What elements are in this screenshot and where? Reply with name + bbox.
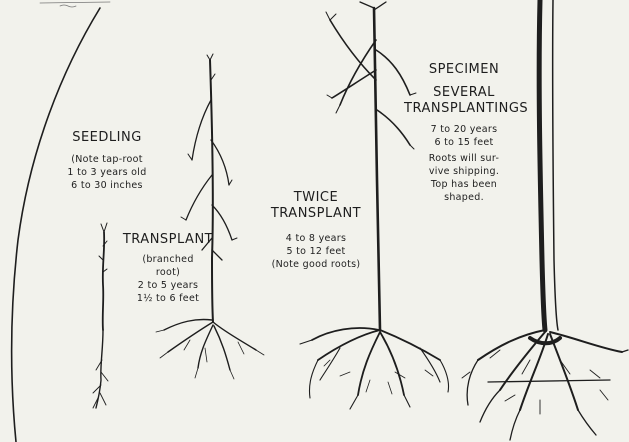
seedling-label-block: SEEDLING (Note tap-root 1 to 3 years old… (62, 130, 152, 192)
specimen-label-block: SPECIMEN SEVERAL TRANSPLANTINGS 7 to 20 … (404, 62, 524, 204)
transplant-note-line: 2 to 5 years (120, 279, 216, 292)
twice-transplant-note-line: 4 to 8 years (266, 232, 366, 245)
seedling-note-line: 6 to 30 inches (62, 179, 152, 192)
specimen-subtitle-line: SEVERAL (404, 85, 524, 101)
specimen-subtitle-line: TRANSPLANTINGS (404, 101, 524, 117)
twice-transplant-title-line: TRANSPLANT (266, 206, 366, 222)
twice-transplant-label-block: TWICE TRANSPLANT 4 to 8 years 5 to 12 fe… (266, 190, 366, 271)
seedling-title: SEEDLING (62, 130, 152, 146)
transplant-label-block: TRANSPLANT (branched root) 2 to 5 years … (120, 232, 216, 305)
specimen-note-line: Roots will sur- (404, 152, 524, 165)
specimen-note-line: shaped. (404, 191, 524, 204)
twice-transplant-note-line: (Note good roots) (266, 258, 366, 271)
transplant-tree-drawing (156, 54, 264, 379)
twice-transplant-title-line: TWICE (266, 190, 366, 206)
specimen-note-line: 7 to 20 years (404, 123, 524, 136)
seedling-note-line: (Note tap-root (62, 153, 152, 166)
transplant-note-line: root) (120, 266, 216, 279)
seedling-tree-drawing (93, 223, 108, 408)
divider-arc (12, 8, 100, 442)
specimen-note-line: Top has been (404, 178, 524, 191)
specimen-note-line: vive shipping. (404, 165, 524, 178)
header-scribble (40, 2, 110, 7)
transplant-title: TRANSPLANT (120, 232, 216, 248)
twice-transplant-note-line: 5 to 12 feet (266, 245, 366, 258)
seedling-note-line: 1 to 3 years old (62, 166, 152, 179)
specimen-title: SPECIMEN (404, 62, 524, 78)
transplant-note-line: (branched (120, 253, 216, 266)
specimen-note-line: 6 to 15 feet (404, 136, 524, 149)
transplant-note-line: 1½ to 6 feet (120, 292, 216, 305)
